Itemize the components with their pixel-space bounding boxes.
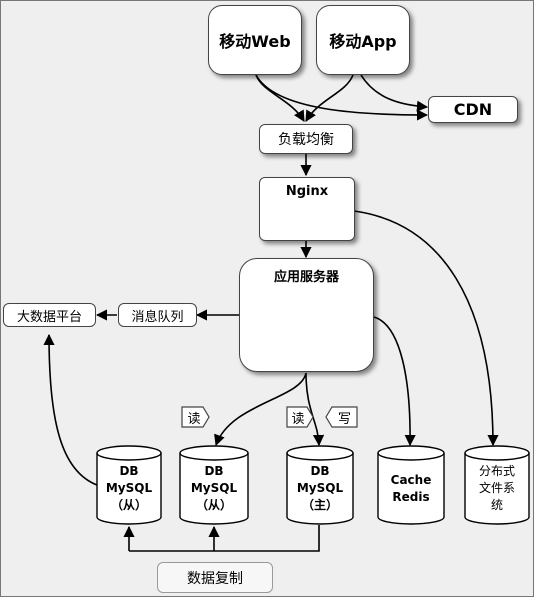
edge-app-to-redis (373, 316, 416, 447)
data-replication-label: 数据复制 (187, 570, 243, 587)
cylinder-slave-1 (96, 445, 162, 525)
tag-bubble-read-2 (286, 406, 314, 428)
cylinder-slave-2 (179, 445, 249, 525)
dfs-label: 分布式 文件系 统 (478, 464, 515, 512)
mobile-app-label: 移动App (329, 32, 397, 51)
data-replication-node: 数据复制 (157, 562, 273, 593)
mobile-web-label: 移动Web (219, 32, 291, 51)
mobile-web-node: 移动Web (208, 5, 302, 75)
db-slave-1-label: DB MySQL （从） (105, 464, 153, 512)
load-balancer-node: 负载均衡 (259, 124, 353, 154)
nginx-label: Nginx (285, 184, 329, 199)
edge-web-to-lb (255, 74, 305, 122)
message-queue-label: 消息队列 (131, 309, 184, 325)
cylinder-master (286, 445, 354, 525)
app-server-label: 应用服务器 (273, 270, 339, 285)
tag-write: 写 (337, 411, 351, 427)
db-cylinders (96, 445, 530, 525)
tag-read-2: 读 (291, 411, 305, 427)
big-data-node: 大数据平台 (3, 303, 96, 327)
tag-bubble-write (325, 406, 358, 428)
cdn-node: CDN (428, 96, 518, 123)
cylinder-redis (377, 445, 445, 525)
tag-bubbles (181, 406, 358, 428)
edge-slave1-to-bigdata (43, 333, 98, 486)
cdn-label: CDN (453, 100, 493, 119)
edge-app-to-master (305, 372, 325, 447)
edge-nginx-to-dfs (353, 210, 499, 447)
tag-bubble-read-1 (181, 406, 210, 428)
db-master-label: DB MySQL （主） (296, 464, 344, 512)
nginx-node: Nginx (259, 177, 355, 241)
edge-app-to-slave2 (214, 372, 307, 447)
message-queue-node: 消息队列 (118, 303, 197, 327)
mobile-app-node: 移动App (316, 5, 410, 75)
edge-app-to-lb (305, 74, 354, 122)
big-data-label: 大数据平台 (16, 309, 82, 325)
cylinder-dfs (464, 445, 530, 525)
cache-redis-label: Cache Redis (390, 473, 432, 504)
db-slave-2-label: DB MySQL （从） (190, 464, 238, 512)
load-balancer-label: 负载均衡 (278, 132, 334, 148)
edge-app-to-cdn (360, 74, 429, 112)
edge-replication-bus (129, 525, 320, 552)
app-server-node: 应用服务器 (239, 258, 374, 372)
edge-web-to-cdn (255, 74, 429, 121)
tag-read-1: 读 (187, 411, 201, 427)
